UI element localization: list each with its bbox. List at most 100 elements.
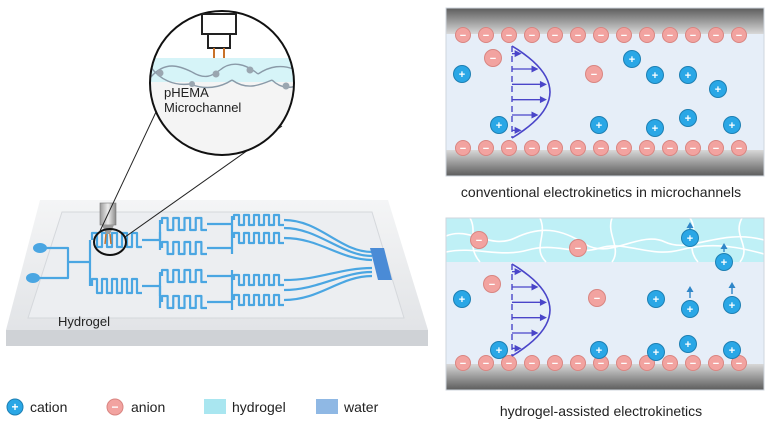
anion-ion: − xyxy=(585,65,603,83)
anion-ion: − xyxy=(478,27,494,43)
outlet-channel xyxy=(283,270,373,292)
print-nozzle-large xyxy=(201,13,237,58)
anion-ion-body xyxy=(685,355,701,371)
anion-ion: − xyxy=(524,140,540,156)
outlet-channel xyxy=(283,266,373,282)
legend: + cation − anion hydrogel water xyxy=(6,398,379,416)
flow-profile xyxy=(511,45,551,139)
zoom-line-left xyxy=(99,111,157,232)
free-ions: +−−+++++++++ xyxy=(453,49,741,137)
cation-ion-body xyxy=(453,65,471,83)
anion-ion-sign: − xyxy=(460,358,466,370)
anion-ion-sign: − xyxy=(598,30,604,42)
anion-ion-body xyxy=(478,27,494,43)
cation-ion-sign: + xyxy=(652,70,658,82)
anion-ion-body xyxy=(570,27,586,43)
anion-ion-body xyxy=(662,355,678,371)
cation-ion-body xyxy=(723,341,741,359)
anion-ion-sign: − xyxy=(736,143,742,155)
anion-ion-sign: − xyxy=(690,358,696,370)
velocity-arrowhead xyxy=(539,96,547,104)
cation-ion-body xyxy=(623,50,641,68)
velocity-arrowhead xyxy=(539,314,547,322)
mixer-serpentine xyxy=(232,231,284,245)
cation-ion: + xyxy=(647,290,665,308)
cation-ion-body xyxy=(679,109,697,127)
anion-ion-sign: − xyxy=(598,358,604,370)
velocity-arrowhead xyxy=(514,126,522,134)
hydrogel-layer xyxy=(150,58,294,82)
cation-ion: + xyxy=(646,119,664,137)
legend-anion-label: anion xyxy=(131,399,165,415)
outlet-channel xyxy=(283,236,373,262)
anion-ion-sign: − xyxy=(529,143,535,155)
panel-frame xyxy=(445,7,765,177)
anion-ion-body xyxy=(455,27,471,43)
cation-ion-sign: + xyxy=(715,84,721,96)
legend-cation: + cation xyxy=(6,398,67,416)
anion-ion-sign: − xyxy=(713,143,719,155)
anion-ion-sign: − xyxy=(529,30,535,42)
cation-ion-sign: + xyxy=(729,345,735,357)
anion-ion-body xyxy=(588,289,606,307)
velocity-arrowhead xyxy=(514,50,522,58)
cation-ion-sign: + xyxy=(653,347,659,359)
anion-ion: − xyxy=(478,355,494,371)
cation-ion-sign: + xyxy=(653,294,659,306)
cation-ion: + xyxy=(490,341,508,359)
anion-ion-sign: − xyxy=(621,30,627,42)
anion-ion-body xyxy=(662,27,678,43)
anion-ion-body xyxy=(547,27,563,43)
anion-ion: − xyxy=(662,140,678,156)
anion-ion: − xyxy=(731,140,747,156)
anion-ion-body xyxy=(662,140,678,156)
anion-ion: − xyxy=(708,355,724,371)
anion-ion: − xyxy=(483,275,501,293)
chip-front-edge xyxy=(6,330,428,346)
inlet-reservoir-1 xyxy=(33,243,47,253)
anion-ion-body xyxy=(593,140,609,156)
cation-ion-body xyxy=(646,119,664,137)
cation-ion: + xyxy=(679,109,697,127)
anion-ion-sign: − xyxy=(621,358,627,370)
anion-ion-sign: − xyxy=(690,143,696,155)
anion-ion-sign: − xyxy=(552,358,558,370)
anion-ion: − xyxy=(455,355,471,371)
cation-ion-sign: + xyxy=(685,113,691,125)
crosslink-points xyxy=(156,66,290,90)
cation-ion-body xyxy=(723,116,741,134)
cation-ion-sign: + xyxy=(596,120,602,132)
anion-ion-body xyxy=(524,355,540,371)
cation-ion-sign: + xyxy=(596,345,602,357)
cation-ion-sign: + xyxy=(721,257,727,269)
mixer-serpentine xyxy=(232,213,284,227)
anion-ion-sign: − xyxy=(575,243,581,255)
parabolic-velocity-profile xyxy=(511,263,551,357)
cation-ion-sign: + xyxy=(729,120,735,132)
mixer-serpentine xyxy=(232,273,284,287)
anion-ion-sign: − xyxy=(594,293,600,305)
free-ions: −−+++−−++++++++ xyxy=(453,229,741,361)
anion-ion-sign: − xyxy=(667,143,673,155)
anion-ion-body xyxy=(585,65,603,83)
anion-ion: − xyxy=(616,27,632,43)
cation-ion-body xyxy=(453,290,471,308)
zoom-label-phema: pHEMA xyxy=(164,85,209,100)
anion-ion-body xyxy=(616,140,632,156)
anion-ion: − xyxy=(547,140,563,156)
cation-ion-body xyxy=(647,290,665,308)
panel-hydrogel-assisted: −−−−−−−−−−−−− −−+++−−++++++++ hydrogel-a… xyxy=(445,217,765,419)
legend-hydrogel-label: hydrogel xyxy=(232,399,286,415)
anion-ion: − xyxy=(662,355,678,371)
anion-ion-sign: − xyxy=(460,143,466,155)
anion-ion: − xyxy=(685,27,701,43)
anion-ion-body xyxy=(639,140,655,156)
anion-ion: − xyxy=(501,27,517,43)
anion-ion-sign: − xyxy=(644,358,650,370)
cation-ion-body xyxy=(590,341,608,359)
cation-ion-body xyxy=(679,66,697,84)
anion-ion: − xyxy=(708,27,724,43)
anion-ion: − xyxy=(662,27,678,43)
hydrogel-fiber xyxy=(609,218,617,263)
